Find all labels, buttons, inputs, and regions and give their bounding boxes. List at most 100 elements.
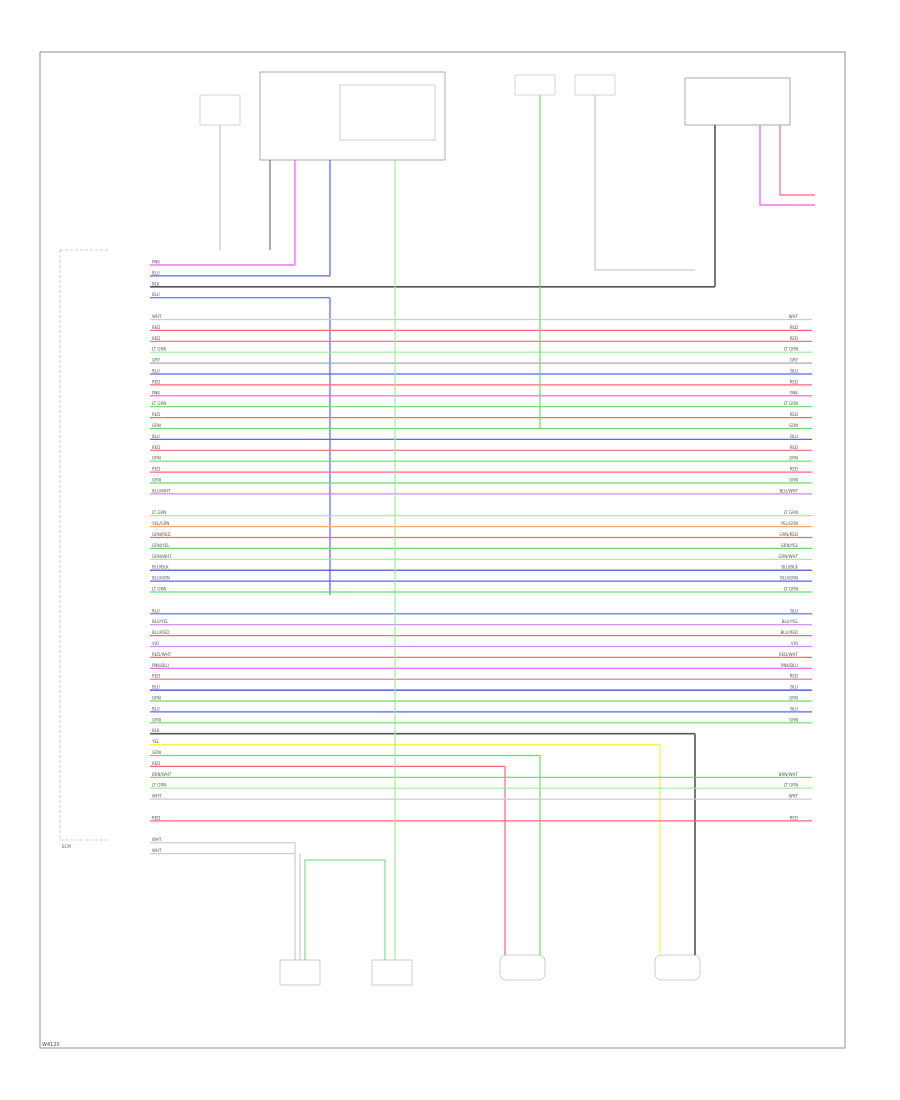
ecm-outline: ECM (59, 249, 110, 849)
wire-label-left: GRN (152, 456, 161, 461)
wire (779, 125, 815, 196)
wire-label-left: GRN (152, 717, 161, 722)
wire-label-left: RED (152, 379, 160, 384)
wire-label-left: LT GRN (152, 347, 166, 352)
ecm-label: ECM (62, 844, 71, 849)
wire-label-right: RED/WHT (779, 652, 799, 657)
wire-label-right: VIO (791, 641, 798, 646)
wire-label-right: WHT (789, 794, 799, 799)
wire-label-left: RED (152, 761, 160, 766)
wire-label-left: BLU (152, 292, 160, 297)
wire-label-left: VIO (152, 641, 159, 646)
wire-label-right: BLU/YEL (782, 619, 799, 624)
wire-label-right: LT GRN (784, 783, 798, 788)
wire-label-left: WHT (152, 794, 162, 799)
wire-label-right: GRN (789, 423, 798, 428)
wire-label-left: BRN/WHT (152, 772, 172, 777)
wire-label-left: WHT (152, 314, 162, 319)
bottom-sensors (279, 954, 701, 986)
wire-label-left: GRN (152, 423, 161, 428)
wire-label-left: GRN (152, 696, 161, 701)
wire-label-left: BLU/WHT (152, 488, 171, 493)
sensor-trans-2 (654, 954, 701, 981)
wire (594, 95, 695, 271)
wire-label-right: GRN (789, 456, 798, 461)
wire-label-left: LT GRN (152, 587, 166, 592)
wire-label-left: PNK (152, 390, 160, 395)
wire-label-left: GRY (152, 358, 161, 363)
wire-label-right: BRN/WHT (779, 772, 799, 777)
sensor-trans-1 (499, 954, 546, 981)
fuse-b (574, 74, 616, 96)
wire-label-left: GRN (152, 750, 161, 755)
wire-label-left: RED (152, 815, 160, 820)
wire-label-right: RED (790, 412, 798, 417)
wire-label-right: GRN/RED (779, 532, 798, 537)
wire-label-right: PNK (790, 390, 798, 395)
top-components (199, 71, 791, 161)
wire-label-right: LT GRN (784, 587, 798, 592)
wire-label-right: BLU/RED (781, 630, 798, 635)
wire-label-right: BLU/GRN (780, 576, 798, 581)
wire-label-left: BLU (152, 706, 160, 711)
wire-label-left: YEL (151, 739, 160, 744)
wire (304, 859, 386, 960)
wire-label-left: BLU/GRN (152, 576, 170, 581)
wire-label-right: WHT (789, 314, 799, 319)
relay-box (339, 84, 436, 141)
relay-module-box (684, 77, 791, 126)
wire-label-left: GRN (152, 478, 161, 483)
wire-label-left: BLU (152, 369, 160, 374)
wire-label-left: BLU/BLK (152, 565, 169, 570)
wire-label-right: RED (790, 445, 798, 450)
wire-label-right: GRN/YEL (781, 543, 799, 548)
wire-label-right: RED (790, 674, 798, 679)
wire-label-right: BLU (790, 369, 798, 374)
wire-label-right: RED (790, 336, 798, 341)
wire-label-left: WHT (152, 837, 162, 842)
wire-label-left: GRN/RED (152, 532, 171, 537)
ignition-switch-box (259, 71, 446, 161)
wire-label-left: BLU/YEL (152, 619, 169, 624)
diagram-frame (39, 51, 846, 1049)
wire-label-right: GRN (789, 696, 798, 701)
wire-label-right: BLU/BLK (781, 565, 798, 570)
wire-label-left: RED (152, 445, 160, 450)
wire-label-left: BLU (152, 270, 160, 275)
wire-label-right: BLU/WHT (780, 488, 799, 493)
wire-label-left: RED (152, 467, 160, 472)
wire-label-left: PNK (152, 260, 160, 265)
wire-label-left: RED/WHT (152, 652, 172, 657)
wire-label-left: LT GRN (152, 510, 166, 515)
wire-label-right: PNK/BLU (781, 663, 798, 668)
wire-label-right: RED (790, 325, 798, 330)
wire-label-left: RED (152, 325, 160, 330)
wire-label-left: LT GRN (152, 401, 166, 406)
wire-label-left: BLK (152, 728, 160, 733)
wire-label-right: LT GRN (784, 347, 798, 352)
wire-label-left: BLU/RED (152, 630, 169, 635)
wire-label-right: RED (790, 379, 798, 384)
wire-label-right: BLU (790, 608, 798, 613)
wire-label-left: BLK (152, 281, 160, 286)
wire-label-left: BLU (152, 608, 160, 613)
wire-label-left: BLU (152, 434, 160, 439)
fuse-a (514, 74, 556, 96)
wire-label-right: GRN (789, 717, 798, 722)
wire-label-left: RED (152, 412, 160, 417)
sensor-center (371, 959, 413, 986)
wire-label-right: LT GRN (784, 401, 798, 406)
wire-label-right: RED (790, 467, 798, 472)
wire-label-right: RED (790, 815, 798, 820)
wire-label-left: YEL/GRN (151, 521, 169, 526)
wire-label-left: PNK/BLU (152, 663, 169, 668)
left-connector (199, 94, 241, 126)
wire-label-right: LT GRN (784, 510, 798, 515)
wire-label-left: GRN/YEL (152, 543, 170, 548)
diagram-id: W4120 (42, 1042, 60, 1048)
wire-label-left: WHT (152, 848, 162, 853)
wire (759, 125, 815, 206)
sensor-left (279, 959, 321, 986)
wire-label-right: YEL/GRN (780, 521, 798, 526)
wire-label-left: LT GRN (152, 783, 166, 788)
